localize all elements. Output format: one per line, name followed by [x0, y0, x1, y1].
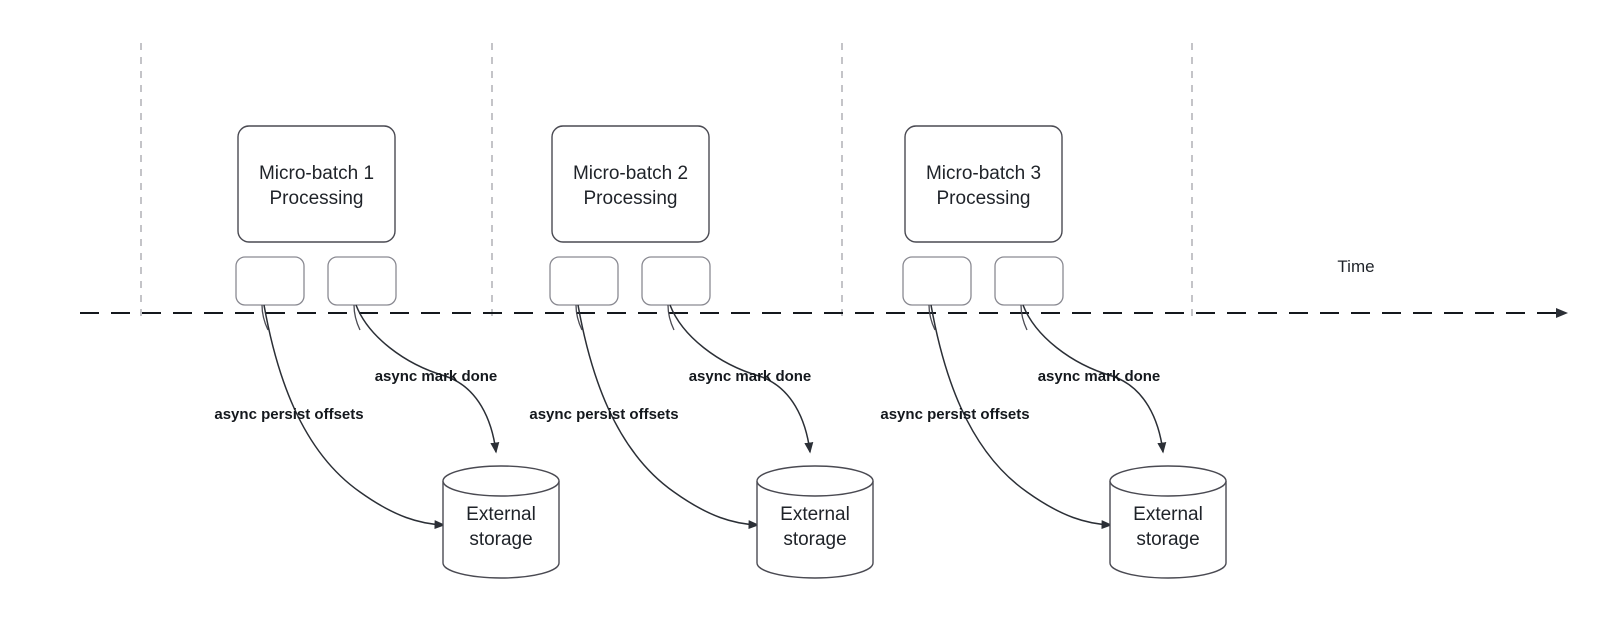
- external-storage-cylinder-2-line2: storage: [783, 529, 846, 550]
- external-storage-cylinder-1-body[interactable]: [442, 481, 560, 579]
- task-stem-2-2: [667, 304, 675, 331]
- micro-batch-2-processing-box-line2: Processing: [584, 188, 678, 209]
- micro-batch-groups: Micro-batch 1 Processing async persist off…: [214, 125, 1227, 579]
- micro-batch-3-processing-box[interactable]: [904, 125, 1063, 243]
- task-stem-1-2: [353, 304, 361, 331]
- async-persist-offsets-edge-1-label: async persist offsets: [214, 406, 363, 423]
- external-storage-cylinder-2-top[interactable]: [756, 465, 874, 497]
- persist-offsets-task-box-1[interactable]: [235, 256, 305, 306]
- async-mark-done-edge-2: [669, 304, 814, 454]
- async-persist-offsets-edge-3-label: async persist offsets: [880, 406, 1029, 423]
- group-3: Micro-batch 3 Processing async persist off…: [880, 125, 1227, 579]
- micro-batch-3-processing-box-line2: Processing: [937, 188, 1031, 209]
- external-storage-cylinder-2-line1: External: [780, 504, 850, 525]
- external-storage-cylinder-3-line1: External: [1133, 504, 1203, 525]
- async-persist-offsets-edge-2-label: async persist offsets: [529, 406, 678, 423]
- async-mark-done-edge-3: [1022, 304, 1167, 454]
- micro-batch-1-processing-box-line2: Processing: [270, 188, 364, 209]
- async-persist-offsets-edge-3: [930, 304, 1113, 530]
- mark-done-task-box-3[interactable]: [994, 256, 1064, 306]
- task-stem-2-1: [575, 304, 583, 331]
- external-storage-cylinder-3-line2: storage: [1136, 529, 1199, 550]
- time-tick-lines: [140, 43, 1193, 322]
- micro-batch-1-processing-box-line1: Micro-batch 1: [259, 163, 374, 184]
- micro-batch-2-processing-box[interactable]: [551, 125, 710, 243]
- external-storage-cylinder-3-top[interactable]: [1109, 465, 1227, 497]
- async-mark-done-edge-2-label: async mark done: [689, 368, 812, 385]
- micro-batch-3-processing-box-line1: Micro-batch 3: [926, 163, 1041, 184]
- time-axis: Time: [80, 257, 1568, 318]
- task-stem-3-1: [928, 304, 936, 331]
- external-storage-cylinder-1-line2: storage: [469, 529, 532, 550]
- group-1: Micro-batch 1 Processing async persist off…: [214, 125, 560, 579]
- async-mark-done-edge-1-label: async mark done: [375, 368, 498, 385]
- micro-batch-2-processing-box-line1: Micro-batch 2: [573, 163, 688, 184]
- external-storage-cylinder-1-top[interactable]: [442, 465, 560, 497]
- external-storage-cylinder-3-body[interactable]: [1109, 481, 1227, 579]
- async-persist-offsets-edge-2: [577, 304, 760, 530]
- group-2: Micro-batch 2 Processing async persist off…: [529, 125, 874, 579]
- task-stem-3-2: [1020, 304, 1028, 331]
- mark-done-task-box-1[interactable]: [327, 256, 397, 306]
- external-storage-cylinder-1-line1: External: [466, 504, 536, 525]
- persist-offsets-task-box-3[interactable]: [902, 256, 972, 306]
- task-stem-1-1: [261, 304, 269, 331]
- external-storage-cylinder-2-body[interactable]: [756, 481, 874, 579]
- persist-offsets-task-box-2[interactable]: [549, 256, 619, 306]
- async-mark-done-edge-1: [355, 304, 500, 454]
- time-axis-label: Time: [1337, 257, 1374, 276]
- async-persist-offsets-edge-1: [263, 304, 446, 530]
- micro-batch-1-processing-box[interactable]: [237, 125, 396, 243]
- async-mark-done-edge-3-label: async mark done: [1038, 368, 1161, 385]
- mark-done-task-box-2[interactable]: [641, 256, 711, 306]
